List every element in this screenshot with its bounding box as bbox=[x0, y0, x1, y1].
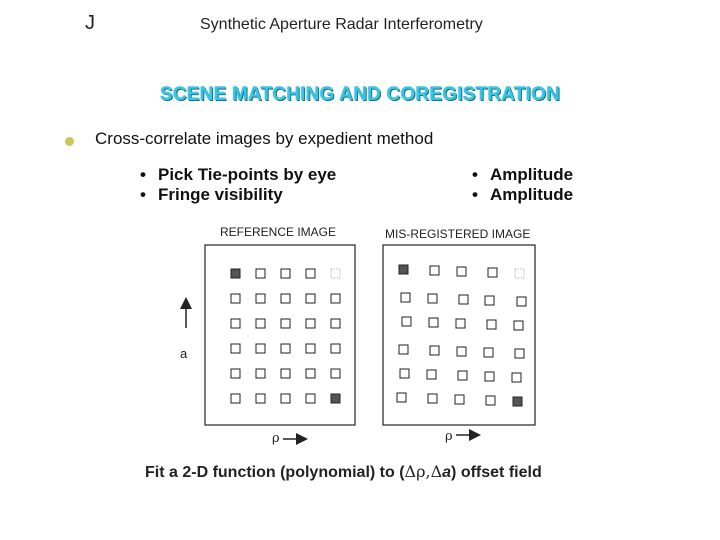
misregistered-grid bbox=[396, 264, 527, 407]
tie-point bbox=[455, 318, 466, 329]
tie-point bbox=[426, 369, 437, 380]
vertical-axis-label: a bbox=[180, 346, 188, 361]
tie-point bbox=[305, 343, 316, 354]
tie-point bbox=[255, 343, 266, 354]
tie-point bbox=[230, 293, 241, 304]
list-item-label: Fringe visibility bbox=[158, 185, 283, 204]
tie-point bbox=[513, 320, 524, 331]
tie-point bbox=[330, 293, 341, 304]
tie-point bbox=[305, 368, 316, 379]
list-item: • Pick Tie-points by eye bbox=[140, 165, 336, 185]
tie-point bbox=[514, 268, 525, 279]
tie-point bbox=[484, 295, 495, 306]
reference-image-label: REFERENCE IMAGE bbox=[220, 225, 336, 239]
tie-point bbox=[511, 372, 522, 383]
tie-point bbox=[428, 317, 439, 328]
bullet-dot-icon bbox=[65, 137, 74, 146]
tie-point bbox=[487, 267, 498, 278]
fit-suffix: ) offset field bbox=[451, 464, 542, 481]
delta-rho-symbol: Δρ, bbox=[404, 462, 431, 481]
reference-grid bbox=[230, 268, 341, 404]
bullet-icon: • bbox=[472, 185, 478, 204]
tie-point bbox=[484, 371, 495, 382]
tie-point bbox=[486, 319, 497, 330]
list-item: • Amplitude bbox=[472, 165, 575, 185]
tie-point bbox=[398, 344, 409, 355]
tie-point bbox=[427, 393, 438, 404]
slide-heading: SCENE MATCHING AND COREGISTRATION bbox=[160, 84, 560, 105]
tie-point bbox=[255, 318, 266, 329]
tie-point bbox=[456, 266, 467, 277]
tie-point bbox=[280, 343, 291, 354]
tie-point bbox=[514, 348, 525, 359]
tie-point bbox=[305, 393, 316, 404]
delta-symbol: Δ bbox=[430, 462, 443, 481]
tie-point bbox=[230, 343, 241, 354]
delta-a-variable: a bbox=[442, 464, 452, 481]
tie-point bbox=[429, 345, 440, 356]
horizontal-axis-label-misregistered: ρ bbox=[445, 429, 453, 444]
tie-point bbox=[255, 293, 266, 304]
tie-point bbox=[330, 368, 341, 379]
list-item: • Fringe visibility bbox=[140, 185, 336, 205]
tie-point-highlighted bbox=[330, 393, 341, 404]
tie-point bbox=[230, 393, 241, 404]
tie-point bbox=[330, 268, 341, 279]
tie-point bbox=[305, 293, 316, 304]
tie-point bbox=[280, 368, 291, 379]
tie-point bbox=[305, 318, 316, 329]
corner-letter: J bbox=[85, 12, 95, 34]
tie-point-highlighted bbox=[512, 396, 523, 407]
tie-point bbox=[255, 393, 266, 404]
tie-point bbox=[458, 294, 469, 305]
tie-point bbox=[396, 392, 407, 403]
tie-point bbox=[400, 292, 411, 303]
method-list-right: • Amplitude • Amplitude bbox=[472, 165, 575, 205]
header-title: Synthetic Aperture Radar Interferometry bbox=[200, 16, 483, 33]
list-item-label: Pick Tie-points by eye bbox=[158, 165, 337, 184]
tie-point bbox=[454, 394, 465, 405]
tie-point bbox=[280, 268, 291, 279]
fit-instruction: Fit a 2-D function (polynomial) to (Δρ,Δ… bbox=[145, 461, 565, 483]
method-list-left: • Pick Tie-points by eye • Fringe visibili… bbox=[140, 165, 336, 205]
tie-point bbox=[399, 368, 410, 379]
fit-prefix: Fit a 2-D function (polynomial) to ( bbox=[145, 464, 405, 481]
horizontal-axis-label-reference: ρ bbox=[272, 431, 280, 446]
bullet-icon: • bbox=[472, 165, 478, 184]
tie-point bbox=[330, 343, 341, 354]
tie-point bbox=[255, 268, 266, 279]
tie-point bbox=[429, 265, 440, 276]
tie-point bbox=[305, 268, 316, 279]
tie-point bbox=[516, 296, 527, 307]
tie-point bbox=[330, 318, 341, 329]
bullet-icon: • bbox=[140, 185, 146, 204]
tie-point bbox=[280, 318, 291, 329]
coregistration-figure: REFERENCE IMAGE MIS-REGISTERED IMAGE a ρ… bbox=[180, 225, 536, 446]
tie-point bbox=[230, 318, 241, 329]
tie-point bbox=[457, 370, 468, 381]
tie-point bbox=[401, 316, 412, 327]
bullet-icon: • bbox=[140, 165, 146, 184]
tie-point-highlighted bbox=[398, 264, 409, 275]
tie-point bbox=[230, 368, 241, 379]
list-item-label: Amplitude bbox=[490, 185, 574, 204]
list-item-label: Amplitude bbox=[490, 165, 574, 184]
list-item: • Amplitude bbox=[472, 185, 575, 205]
tie-point bbox=[485, 395, 496, 406]
tie-point bbox=[483, 347, 494, 358]
reference-image-frame bbox=[204, 244, 356, 426]
bullet-text: Cross-correlate images by expedient meth… bbox=[95, 129, 434, 148]
tie-point bbox=[280, 293, 291, 304]
tie-point bbox=[280, 393, 291, 404]
tie-point bbox=[255, 368, 266, 379]
tie-point bbox=[427, 293, 438, 304]
misregistered-image-label: MIS-REGISTERED IMAGE bbox=[385, 227, 530, 241]
tie-point bbox=[456, 346, 467, 357]
tie-point-highlighted bbox=[230, 268, 241, 279]
